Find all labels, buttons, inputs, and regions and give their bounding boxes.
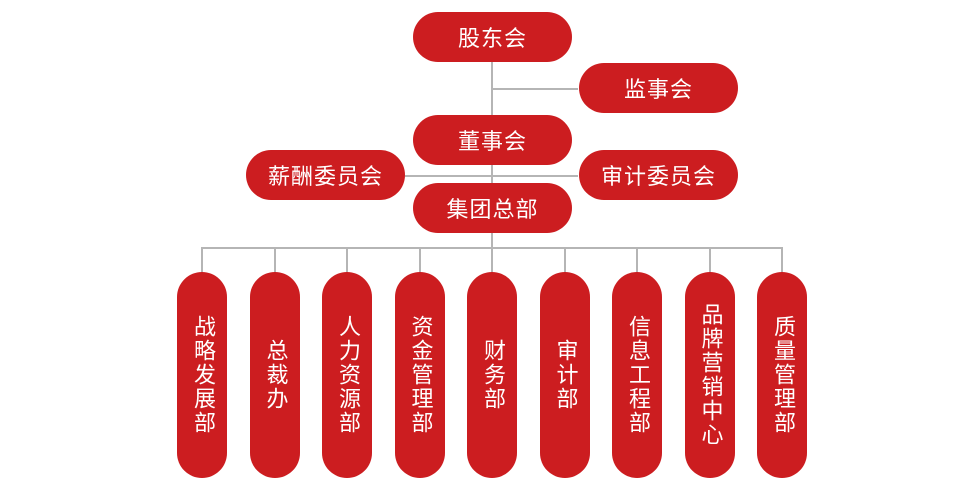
compensation-committee-node: 薪酬委员会 [246,150,405,200]
department-node: 资金管理部 [394,272,445,478]
department-drop-connector [563,247,566,273]
department-drop-connector [418,247,421,273]
department-node: 质量管理部 [757,272,807,478]
department-drop-connector [491,247,493,273]
board-node: 董事会 [413,115,572,165]
department-node: 战略发展部 [177,272,227,478]
supervisor-connector [492,88,578,90]
department-drop-connector [346,247,348,273]
department-drop-connector [273,247,276,273]
department-node: 财务部 [467,272,517,478]
headquarters-node: 集团总部 [413,183,572,233]
committee-connector [405,175,578,177]
hq-connector [491,233,493,249]
department-drop-connector [781,247,783,273]
department-node: 人力资源部 [322,272,372,478]
department-node: 审计部 [539,272,590,478]
department-drop-connector [636,247,638,273]
department-node: 总裁办 [249,272,300,478]
department-drop-connector [201,247,203,273]
department-drop-connector [708,247,711,273]
shareholders-node: 股东会 [413,12,572,62]
department-node: 信息工程部 [612,272,662,478]
audit-committee-node: 审计委员会 [579,150,738,200]
supervisors-node: 监事会 [579,63,738,113]
department-node: 品牌营销中心 [684,272,735,478]
